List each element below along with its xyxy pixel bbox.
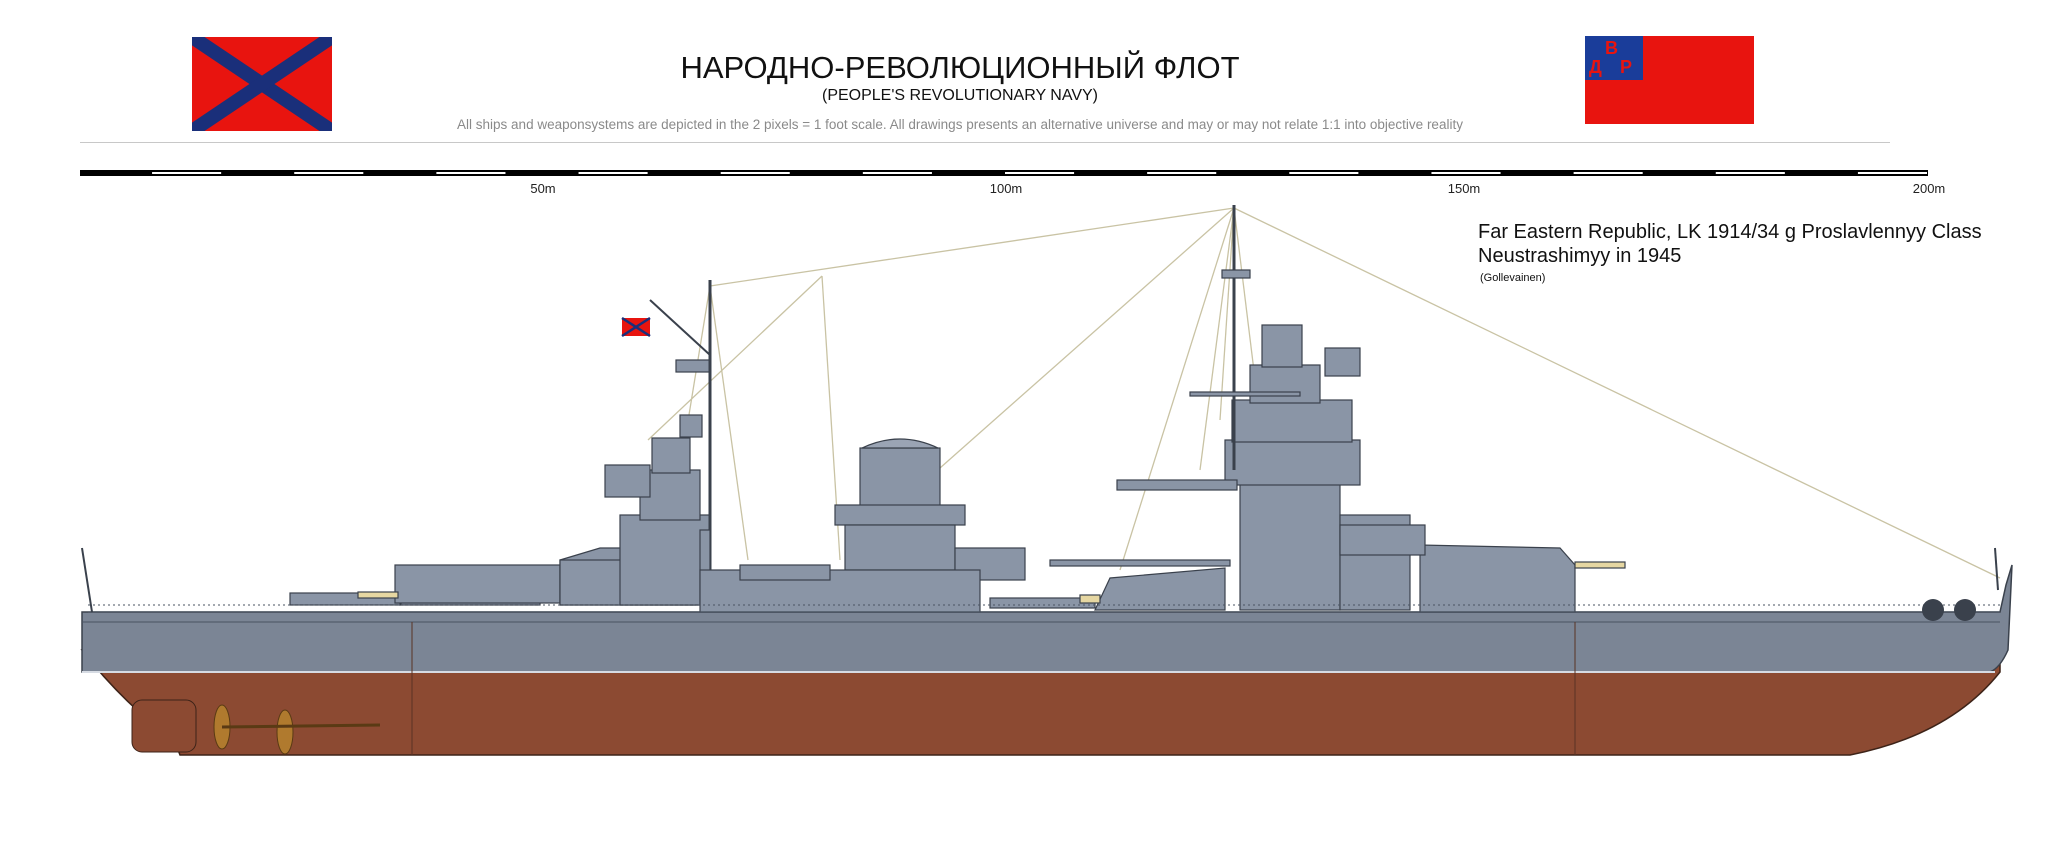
scale-segment — [436, 172, 506, 174]
ship-title-line2: Neustrashimyy in 1945 — [1478, 245, 1682, 267]
scale-segment — [862, 172, 932, 174]
scale-segment — [1289, 172, 1359, 174]
scale-note: All ships and weaponsystems are depicted… — [457, 117, 1463, 132]
funnel — [834, 438, 1026, 581]
ship-title-line1: Far Eastern Republic, LK 1914/34 g Prosl… — [1478, 221, 1982, 243]
scale-segment — [294, 172, 364, 174]
page-title: НАРОДНО-РЕВОЛЮЦИОННЫЙ ФЛОТ — [680, 50, 1240, 85]
scale-bar — [80, 170, 1928, 176]
scale-label-100m: 100m — [989, 181, 1023, 196]
ensign-flag-icon — [621, 316, 651, 338]
anchor-hawse — [1922, 599, 1976, 621]
ship-credit: (Gollevainen) — [1480, 272, 1546, 284]
scale-label-200m: 200m — [1912, 181, 1946, 196]
saltire-flag-icon — [192, 37, 332, 131]
scale-segment — [1573, 172, 1643, 174]
scale-segment — [1715, 172, 1785, 174]
hull-underwater — [80, 649, 2001, 756]
hull-side — [81, 564, 2013, 673]
far-eastern-republic-flag-icon: В Д Р — [1585, 36, 1754, 124]
header-divider — [80, 142, 1890, 143]
scale-segment — [720, 172, 790, 174]
propellers — [131, 699, 381, 755]
flag-letter-r: Р — [1620, 57, 1633, 77]
scale-segment — [1147, 172, 1217, 174]
aft-superstructure — [604, 280, 712, 606]
scale-segment — [1431, 172, 1501, 174]
scale-segment — [152, 172, 222, 174]
b-turret — [989, 559, 1231, 611]
scale-segment — [1005, 172, 1075, 174]
scale-label-150m: 150m — [1447, 181, 1481, 196]
scale-segment — [578, 172, 648, 174]
flag-canton: В Д Р — [1585, 36, 1643, 80]
scale-segment — [1857, 172, 1927, 174]
aft-turret — [289, 564, 561, 606]
flag-letter-v: В — [1605, 38, 1618, 58]
flag-letter-d: Д — [1589, 57, 1602, 77]
page-subtitle: (PEOPLE'S REVOLUTIONARY NAVY) — [821, 87, 1099, 104]
scale-label-50m: 50m — [530, 181, 556, 196]
